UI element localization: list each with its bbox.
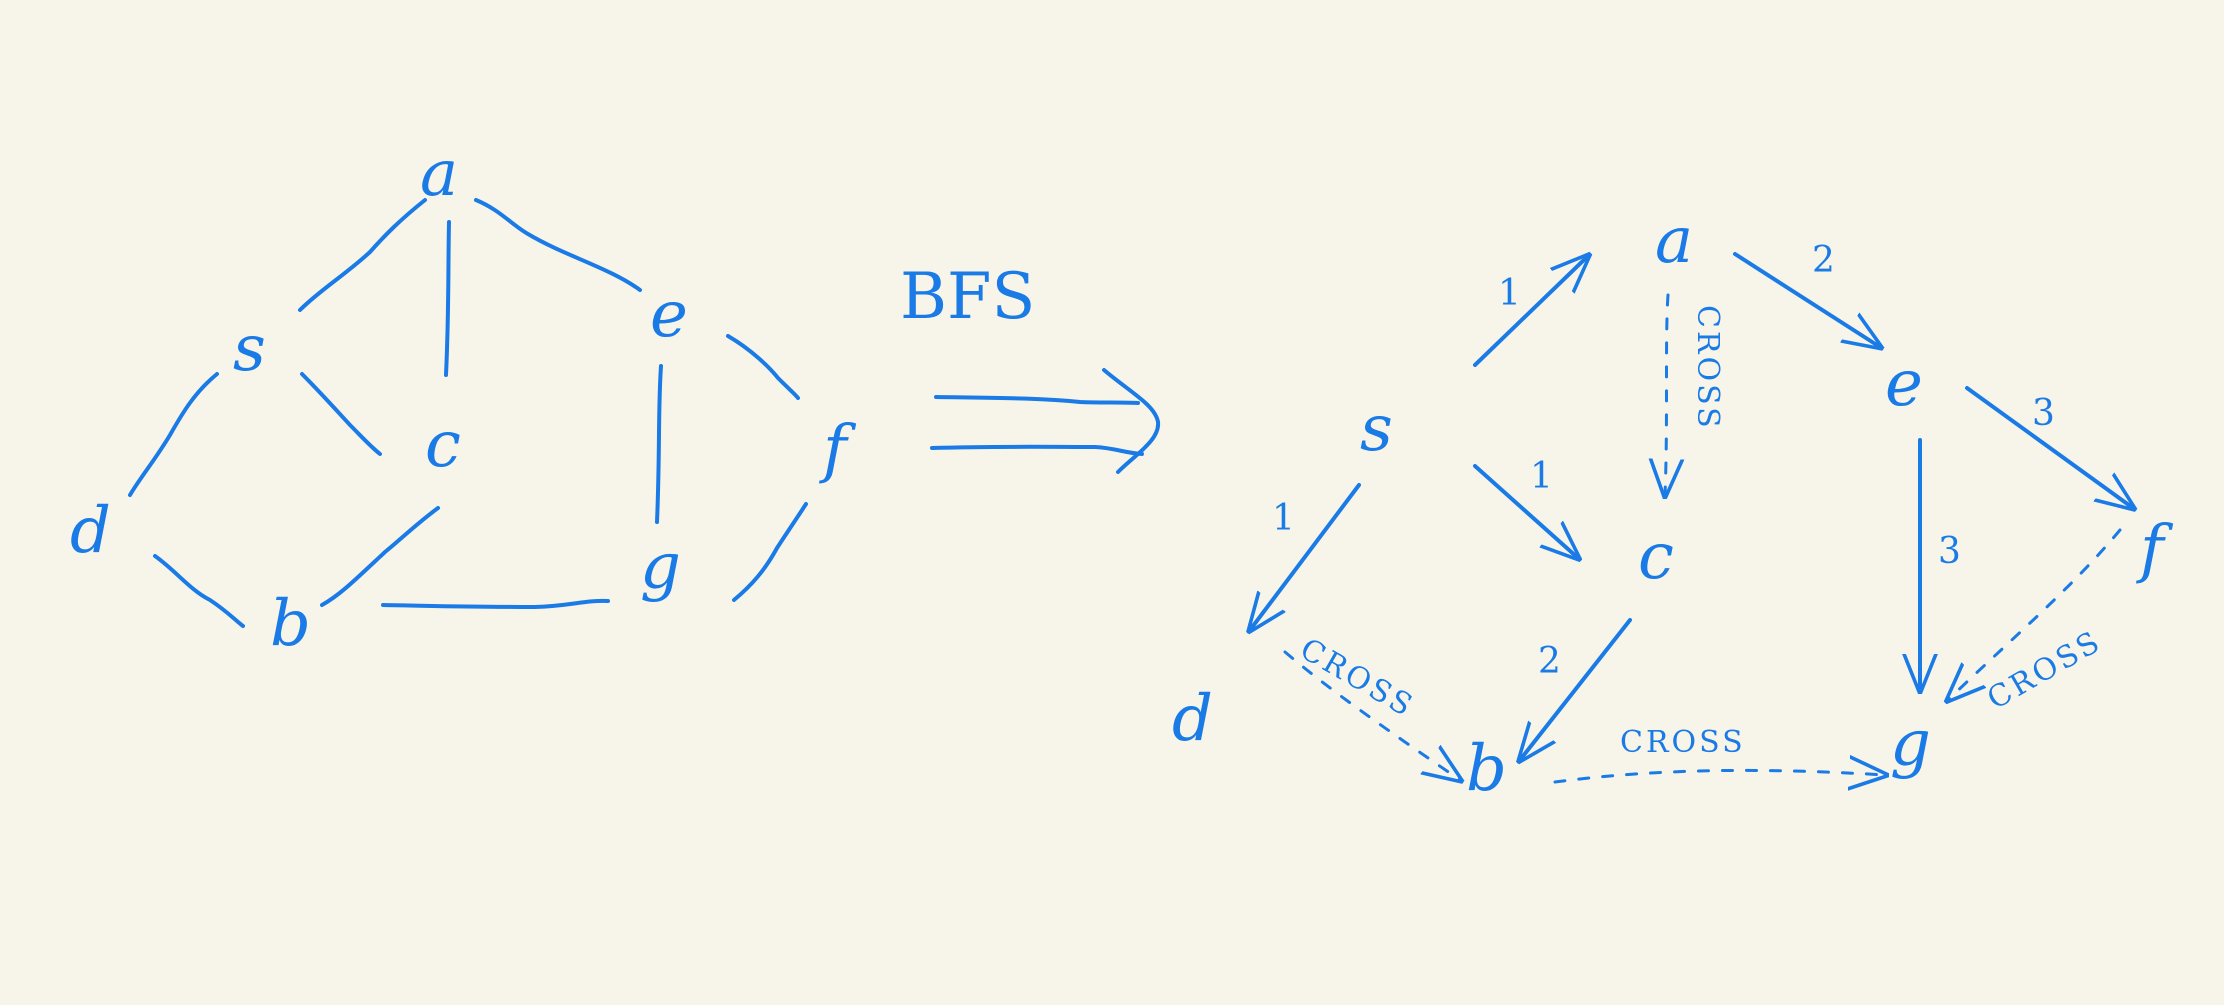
edge-e-g bbox=[655, 364, 663, 524]
tree-node-b: b bbox=[1466, 732, 1507, 806]
transform-arrow-lower-line bbox=[930, 444, 1144, 456]
label-s-a: 1 bbox=[1498, 273, 1521, 314]
edge-d-b bbox=[153, 554, 245, 628]
transform-arrow-upper-line bbox=[934, 395, 1140, 405]
orig-node-b: b bbox=[270, 587, 311, 661]
label-cross-b-g: CROSS bbox=[1620, 725, 1746, 760]
tree-edge-e-f bbox=[1965, 386, 2133, 508]
original-graph: a s c e d b g f bbox=[70, 137, 857, 661]
tree-node-s: s bbox=[1360, 392, 1393, 466]
transform-arrow bbox=[930, 368, 1161, 474]
tree-edge-c-b bbox=[1520, 618, 1632, 760]
tree-edge-s-d bbox=[1250, 483, 1361, 630]
edge-s-d bbox=[128, 372, 219, 497]
edge-c-b bbox=[320, 506, 440, 607]
orig-node-d: d bbox=[70, 494, 111, 568]
original-graph-nodes: a s c e d b g f bbox=[70, 137, 857, 661]
bfs-tree-edges bbox=[1250, 254, 2133, 782]
bfs-tree-edge-labels: 1 1 1 2 2 3 3 CROSS CROSS CROSS CROSS bbox=[1272, 240, 2108, 760]
orig-node-c: c bbox=[425, 408, 461, 482]
label-s-c: 1 bbox=[1530, 456, 1553, 497]
orig-node-g: g bbox=[640, 530, 681, 604]
orig-node-a: a bbox=[420, 137, 458, 211]
bfs-tree-nodes: a s e c f d b g bbox=[1172, 204, 2174, 806]
tree-node-f: f bbox=[2136, 512, 2174, 586]
edge-b-g bbox=[381, 598, 610, 609]
tree-node-a: a bbox=[1655, 204, 1693, 278]
tree-node-c: c bbox=[1638, 520, 1674, 594]
orig-node-s: s bbox=[233, 312, 266, 386]
edge-a-s bbox=[298, 198, 427, 312]
cross-edge-b-g bbox=[1553, 770, 1885, 782]
label-cross-c-a: CROSS bbox=[1690, 305, 1725, 431]
label-s-d: 1 bbox=[1272, 498, 1295, 539]
tree-node-g: g bbox=[1890, 707, 1931, 781]
original-graph-edges bbox=[128, 198, 808, 628]
cross-edge-c-a bbox=[1665, 293, 1668, 495]
label-e-g: 3 bbox=[1938, 531, 1961, 572]
edge-g-f bbox=[732, 502, 808, 602]
label-cross-f-g: CROSS bbox=[1982, 624, 2108, 717]
label-cross-d-b: CROSS bbox=[1294, 632, 1420, 725]
tree-edge-s-a bbox=[1473, 256, 1588, 367]
tree-edge-a-e bbox=[1733, 252, 1880, 347]
orig-node-f: f bbox=[819, 412, 857, 486]
tree-edge-s-c bbox=[1473, 464, 1578, 558]
orig-node-e: e bbox=[650, 278, 688, 352]
cross-edge-f-g bbox=[1948, 528, 2122, 700]
label-c-b: 2 bbox=[1538, 641, 1561, 682]
tree-node-d: d bbox=[1172, 682, 1213, 756]
edge-e-f bbox=[726, 334, 800, 400]
label-a-e: 2 bbox=[1812, 240, 1835, 281]
edge-a-c bbox=[444, 220, 451, 377]
label-e-f: 3 bbox=[2032, 393, 2055, 434]
edge-a-e bbox=[474, 198, 642, 292]
edge-s-c bbox=[300, 372, 382, 456]
bfs-tree: 1 1 1 2 2 3 3 CROSS CROSS CROSS CROSS a … bbox=[1172, 204, 2174, 806]
bfs-title: BFS bbox=[900, 260, 1035, 334]
transform-arrow-head bbox=[1102, 368, 1161, 474]
tree-node-e: e bbox=[1885, 347, 1923, 421]
